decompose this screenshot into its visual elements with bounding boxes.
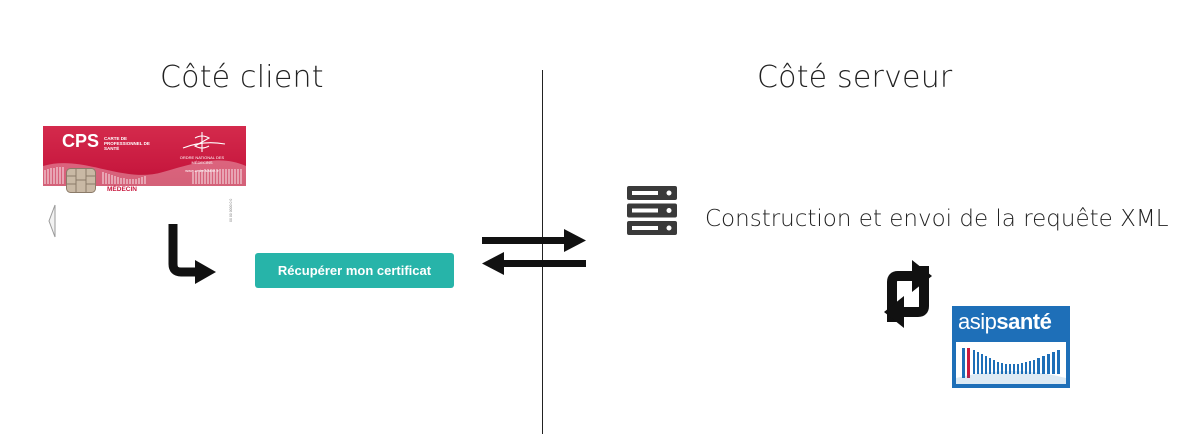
- smartcard-chip-icon: [66, 168, 96, 193]
- caduceus-icon: [182, 132, 226, 152]
- cps-logo-text: CPS: [62, 131, 100, 151]
- cps-url: www.ordre-sante.fr: [185, 168, 219, 173]
- client-side-heading: Côté client: [160, 60, 324, 95]
- asip-logo-text: asipsanté: [958, 309, 1052, 335]
- cps-card: CPS CARTE DE PROFESSIONNEL DE SANTÉ ORDR…: [43, 126, 246, 240]
- server-icon: [627, 186, 677, 235]
- asip-logo-graphic: [952, 306, 1070, 388]
- retrieve-certificate-button[interactable]: Récupérer mon certificat: [255, 253, 454, 288]
- divider-line: [542, 70, 543, 434]
- exchange-arrows-icon: [482, 229, 586, 275]
- refresh-icon: [884, 260, 932, 328]
- card-edge-icon: [48, 204, 56, 238]
- asip-text-bold: santé: [996, 309, 1052, 334]
- cps-subtitle: CARTE DE PROFESSIONNEL DE SANTÉ: [104, 136, 150, 151]
- asip-text-light: asip: [958, 309, 997, 334]
- down-right-arrow-icon: [168, 224, 216, 284]
- asip-sante-logo: asipsanté: [952, 306, 1070, 388]
- card-serial-number: 00 00 0000 0 0: [229, 198, 233, 222]
- server-side-heading: Côté serveur: [757, 60, 953, 95]
- cps-ordre-label: ORDRE NATIONAL DES MÉDECINS: [179, 155, 225, 165]
- xml-request-label: Construction et envoi de la requête XML: [705, 206, 1169, 232]
- cps-role-label: MÉDECIN: [107, 186, 137, 193]
